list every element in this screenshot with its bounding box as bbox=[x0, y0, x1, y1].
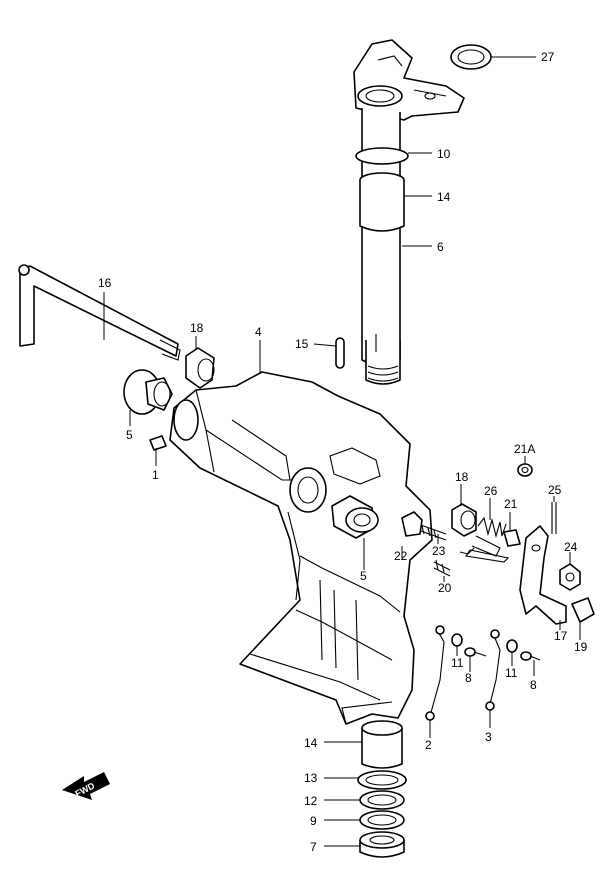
ground-wire-2 bbox=[425, 625, 445, 721]
label-26: 26 bbox=[484, 484, 498, 498]
label-20: 20 bbox=[438, 581, 452, 595]
label-8b: 8 bbox=[530, 678, 537, 692]
swivel-bracket-4 bbox=[169, 371, 433, 725]
part-labels: 27 10 14 6 16 18 4 15 5 1 21A 18 26 21 2… bbox=[98, 50, 588, 854]
label-1: 1 bbox=[152, 468, 159, 482]
washer-27 bbox=[450, 44, 492, 70]
lever-21 bbox=[465, 529, 521, 563]
tilt-rod-16 bbox=[18, 264, 181, 361]
label-14b: 14 bbox=[304, 736, 318, 750]
bushing-14b bbox=[361, 720, 403, 769]
label-8: 8 bbox=[465, 671, 472, 685]
pin-15 bbox=[335, 337, 345, 369]
washer-11b bbox=[506, 639, 518, 653]
nut-24 bbox=[559, 563, 581, 591]
bushing-5a bbox=[123, 369, 173, 415]
bolt-23 bbox=[417, 523, 447, 541]
washer-9 bbox=[359, 810, 405, 830]
label-14: 14 bbox=[437, 190, 451, 204]
label-18: 18 bbox=[190, 321, 204, 335]
bushing-18b bbox=[451, 503, 477, 537]
ground-wire-3 bbox=[485, 629, 501, 711]
leader-lines bbox=[103, 56, 581, 847]
label-4: 4 bbox=[255, 325, 262, 339]
label-19: 19 bbox=[574, 640, 588, 654]
washer-11a bbox=[451, 633, 463, 647]
washer-12 bbox=[359, 790, 405, 810]
spring-26 bbox=[471, 516, 507, 557]
label-7: 7 bbox=[310, 840, 317, 854]
label-12: 12 bbox=[304, 794, 318, 808]
label-15: 15 bbox=[295, 337, 309, 351]
label-5b: 5 bbox=[360, 569, 367, 583]
label-10: 10 bbox=[437, 147, 451, 161]
label-22: 22 bbox=[394, 549, 408, 563]
label-25: 25 bbox=[548, 483, 562, 497]
screw-8a bbox=[464, 647, 487, 657]
bracket-17 bbox=[519, 525, 567, 625]
label-27: 27 bbox=[541, 50, 555, 64]
bushing-18a bbox=[185, 347, 215, 389]
label-21a: 21A bbox=[514, 442, 535, 456]
label-23: 23 bbox=[432, 544, 446, 558]
washer-13 bbox=[357, 770, 407, 790]
label-6: 6 bbox=[437, 240, 444, 254]
screw-20 bbox=[433, 547, 475, 577]
label-3: 3 bbox=[485, 730, 492, 744]
nut-7 bbox=[359, 831, 405, 858]
knob-19 bbox=[571, 597, 595, 623]
steering-shaft bbox=[355, 108, 409, 385]
fwd-arrow: FWD bbox=[62, 772, 110, 800]
label-17: 17 bbox=[554, 629, 568, 643]
label-11: 11 bbox=[451, 656, 464, 670]
label-11b: 11 bbox=[505, 666, 518, 680]
label-9: 9 bbox=[310, 814, 317, 828]
label-16: 16 bbox=[98, 276, 112, 290]
label-21: 21 bbox=[504, 497, 518, 511]
label-24: 24 bbox=[564, 540, 578, 554]
steering-bracket bbox=[353, 39, 465, 121]
plate-22 bbox=[401, 511, 423, 537]
label-13: 13 bbox=[304, 771, 318, 785]
label-5: 5 bbox=[126, 428, 133, 442]
washer-21a bbox=[517, 463, 533, 477]
bushing-5b bbox=[331, 495, 379, 539]
label-2: 2 bbox=[425, 738, 432, 752]
pin-25 bbox=[551, 502, 557, 534]
grease-nipple-1 bbox=[149, 435, 167, 451]
label-18b: 18 bbox=[455, 470, 469, 484]
screw-8b bbox=[520, 651, 541, 661]
